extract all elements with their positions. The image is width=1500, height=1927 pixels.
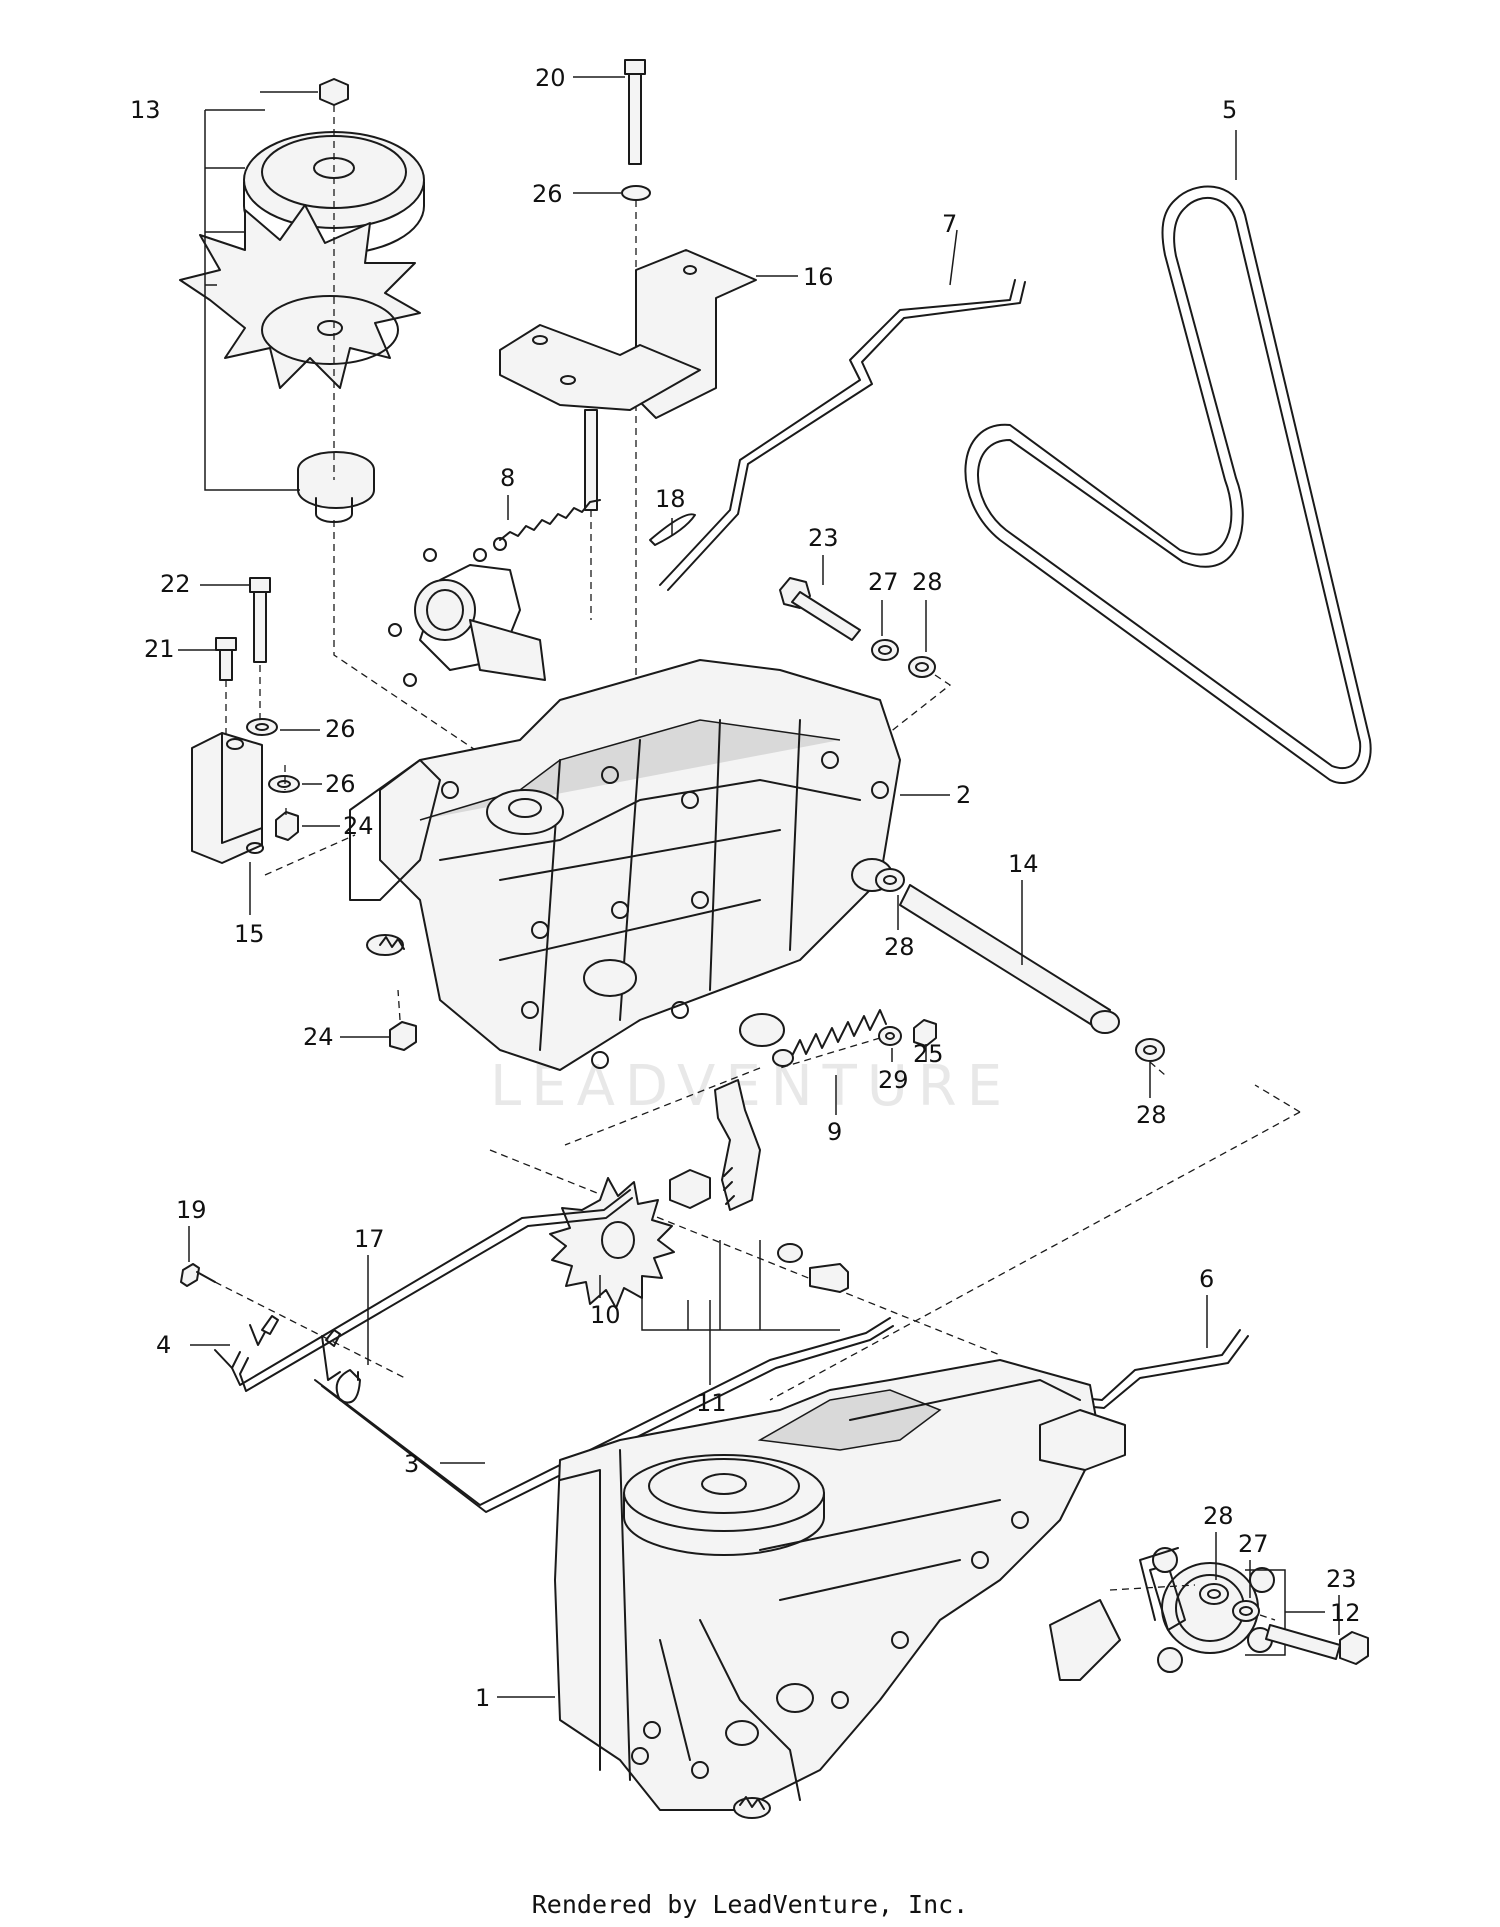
callout-3: 3 <box>404 1450 419 1478</box>
callout-5: 5 <box>1222 96 1237 124</box>
part-24-nut-upper[interactable] <box>275 811 340 841</box>
callout-24-upper: 24 <box>343 812 374 840</box>
callout-19: 19 <box>176 1196 207 1224</box>
part-13-pulley-fan-assembly[interactable] <box>179 78 425 523</box>
part-26-washer-lower[interactable] <box>268 775 322 793</box>
part-23-bolt-top[interactable] <box>779 555 861 641</box>
part-4-left-control-rod[interactable] <box>190 1189 633 1392</box>
part-28-washer-mid[interactable] <box>875 868 905 930</box>
callout-8: 8 <box>500 464 515 492</box>
part-28-washer-right[interactable] <box>1135 1038 1165 1098</box>
part-25-nut[interactable] <box>913 1019 937 1062</box>
callout-9: 9 <box>827 1118 842 1146</box>
callout-11: 11 <box>696 1389 727 1417</box>
callout-7: 7 <box>942 210 957 238</box>
part-10-sprocket[interactable] <box>549 1177 675 1309</box>
callout-14: 14 <box>1008 850 1039 878</box>
callout-10: 10 <box>590 1301 621 1329</box>
callout-23-top: 23 <box>808 524 839 552</box>
callout-4: 4 <box>156 1331 171 1359</box>
callout-26-lower: 26 <box>325 770 356 798</box>
part-15-spacer-bracket[interactable] <box>191 732 264 915</box>
callout-29: 29 <box>878 1066 909 1094</box>
callout-27-top: 27 <box>868 568 899 596</box>
part-26-washer-middle[interactable] <box>246 718 320 736</box>
callout-12: 12 <box>1330 1599 1361 1627</box>
callout-1: 1 <box>475 1684 490 1712</box>
part-14-axle-shaft[interactable] <box>899 880 1120 1034</box>
part-22-bolt[interactable] <box>200 577 271 663</box>
callout-27-bottom: 27 <box>1238 1530 1269 1558</box>
part-1-transmission-assembly[interactable] <box>497 1359 1126 1819</box>
callout-6: 6 <box>1199 1265 1214 1293</box>
callout-23-bottom: 23 <box>1326 1565 1357 1593</box>
callout-22: 22 <box>160 570 191 598</box>
callout-15: 15 <box>234 920 265 948</box>
part-23-bolt-bottom[interactable] <box>1265 1595 1369 1665</box>
callout-28-right: 28 <box>1136 1101 1167 1129</box>
part-24-nut-lower[interactable] <box>340 1021 417 1051</box>
callout-26-top: 26 <box>532 180 563 208</box>
part-19-pin[interactable] <box>180 1226 216 1287</box>
part-3-right-control-rod[interactable] <box>314 1317 894 1513</box>
callout-20: 20 <box>535 64 566 92</box>
callout-26-middle: 26 <box>325 715 356 743</box>
part-16-bracket[interactable] <box>499 249 798 511</box>
part-21-bolt[interactable] <box>178 637 237 681</box>
watermark-text: LEADVENTURE <box>490 1054 1012 1119</box>
callout-labels: 13 20 26 16 7 5 8 18 23 27 28 22 21 26 2… <box>130 64 1361 1712</box>
callout-28-bottom: 28 <box>1203 1502 1234 1530</box>
part-28-washer-bottom[interactable] <box>1199 1532 1229 1605</box>
callout-16: 16 <box>803 263 834 291</box>
part-7-control-rod[interactable] <box>659 229 1026 591</box>
callout-2: 2 <box>956 781 971 809</box>
part-9-spring[interactable] <box>789 1009 887 1115</box>
part-26-washer-top[interactable] <box>573 185 651 201</box>
callout-25: 25 <box>913 1040 944 1068</box>
part-27-lock-washer-top[interactable] <box>871 600 899 661</box>
footer-credit: Rendered by LeadVenture, Inc. <box>531 1890 969 1919</box>
part-28-washer-top[interactable] <box>908 600 936 678</box>
part-2-transmission-housing[interactable] <box>349 548 950 1071</box>
callout-17: 17 <box>354 1225 385 1253</box>
part-8-spring[interactable] <box>493 495 601 551</box>
part-18-cotter-pin[interactable] <box>649 513 696 546</box>
part-29-washer[interactable] <box>878 1026 902 1062</box>
part-11-brake-arm-kit[interactable] <box>641 1049 849 1385</box>
part-5-drive-belt[interactable] <box>964 130 1372 785</box>
callout-24-lower: 24 <box>303 1023 334 1051</box>
part-27-lock-washer-bottom[interactable] <box>1232 1560 1260 1622</box>
callout-13: 13 <box>130 96 161 124</box>
part-20-bolt[interactable] <box>573 59 646 165</box>
part-12-wheel-hub[interactable] <box>1049 1547 1325 1681</box>
callout-18: 18 <box>655 485 686 513</box>
callout-28-top: 28 <box>912 568 943 596</box>
callout-21: 21 <box>144 635 175 663</box>
callout-28-mid: 28 <box>884 933 915 961</box>
